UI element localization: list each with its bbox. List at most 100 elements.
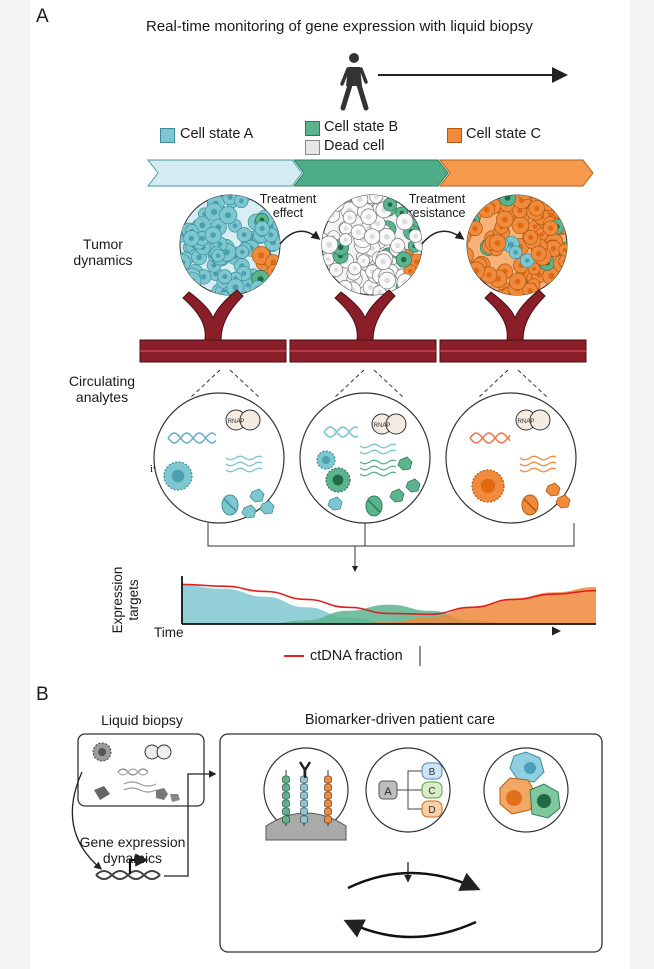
tumor-cell-nucleus [270,259,276,265]
tumor-cell-nucleus [201,274,207,280]
tumor-cell-nucleus [326,257,331,262]
tumor-cell-nucleus [231,284,237,290]
tumor-cell-nucleus [217,288,223,295]
tumor-cell [517,195,536,203]
tumor-cell [545,240,562,257]
tumor-cell [188,248,204,264]
tumor-cell-nucleus [532,208,539,215]
tumor-cell [197,207,211,221]
tumor-cell [408,229,422,243]
tumor-cell [266,238,280,252]
tumor-cell-nucleus [372,271,379,278]
tumor-cell [338,253,355,269]
tumor-cell-nucleus [377,190,382,195]
analyte-numeral-iii: iii [254,420,264,432]
tumor-cell-nucleus [550,245,557,252]
tumor-cell-nucleus [241,195,247,199]
tumor-cell [504,284,523,295]
tumor-cell [350,195,364,201]
tumor-cell-nucleus [473,267,480,274]
stage-label-treatment: Treatment [333,163,407,180]
tumor-cell-nucleus [487,243,494,249]
rnap-icon [515,409,537,431]
rna-strand [519,455,557,461]
tumor-cell [180,251,194,267]
receptor-domain [324,791,332,800]
tumor-cell [255,254,273,271]
tumor-cell-nucleus [196,223,201,228]
tumor-cell [413,235,422,252]
analyte-numeral-v: v [214,453,220,465]
tumor-cell-nucleus [361,258,366,264]
tumor-cell [412,230,422,247]
tumor-cell [229,274,243,288]
tumor-cell-nucleus [330,212,335,218]
chart-legend-ctdna: ctDNA fraction [310,648,403,664]
tumor-cell [495,237,509,251]
tumor-cell [384,264,399,279]
tumor-cell-nucleus [483,206,490,213]
tumor-cell-nucleus [385,253,392,259]
tumor-cell-nucleus [409,259,414,264]
tumor-cell-nucleus [559,260,566,267]
rnap-icon [529,409,551,431]
tumor-cell-nucleus [351,276,358,282]
tumor-cell [408,262,422,281]
tumor-cell [182,240,197,255]
tumor-cell-nucleus [394,246,401,252]
stage-label-progression: Progression [472,163,558,180]
tumor-cell [395,278,414,295]
tumor-cell-nucleus [548,225,554,231]
receptor-domain [324,783,332,792]
tumor-cell-nucleus [557,210,562,215]
tumor-cell-nucleus [361,199,368,206]
tumor-cell [211,283,229,295]
transition-label-effect: Treatment effect [259,192,317,221]
tumor-cell-nucleus [381,229,387,235]
tumor-cell-nucleus [534,195,540,200]
tumor-cell-nucleus [230,199,235,204]
tumor-cell-nucleus [217,254,225,261]
area-cell-state-c [182,587,596,624]
tumor-cell-nucleus [513,250,518,255]
tumor-cell [390,238,406,254]
tumor-cell [408,253,422,271]
tumor-cell-nucleus [366,205,373,212]
tumor-cell-nucleus [515,280,522,287]
tumor-cell [377,228,396,246]
tumor-cell-nucleus [272,270,279,277]
tumor-cell-nucleus [232,282,237,288]
tumor-cell-nucleus [498,229,505,236]
tumor-cell [375,253,392,271]
tumor-cell [266,264,280,279]
tumor-cell-nucleus [212,200,219,207]
tumor-cell-nucleus [499,241,505,247]
tumor-cell-nucleus [467,222,471,228]
tumor-cell [502,236,520,254]
tumor-cell-nucleus [222,244,229,251]
vessel-branch [182,289,244,341]
tumor-cell [472,256,491,274]
tumor-cell-nucleus [377,207,383,214]
tumor-cell [355,250,370,265]
tumor-cell [375,201,393,219]
tumor-cell [185,224,199,238]
tumor-cell [181,222,197,238]
tumor-cell [339,221,353,236]
rna-strand [359,449,397,455]
tumor-cell-nucleus [250,236,256,241]
tumor-cell [557,241,567,258]
tumor-cell [467,261,486,280]
rna-strand [359,471,397,477]
tumor-cell [204,226,222,244]
tumor-cell-nucleus [260,252,266,258]
dna-strand [323,426,359,438]
tumor-cell-nucleus [189,228,195,234]
tumor-cell-nucleus [538,214,545,220]
pathway-node-d: D [428,805,435,816]
tumor-cell-nucleus [486,272,492,278]
tumor-cell [533,247,552,266]
tumor-cell-nucleus [478,261,485,268]
tumor-cell-nucleus [200,245,206,251]
tumor-cell [217,238,235,257]
